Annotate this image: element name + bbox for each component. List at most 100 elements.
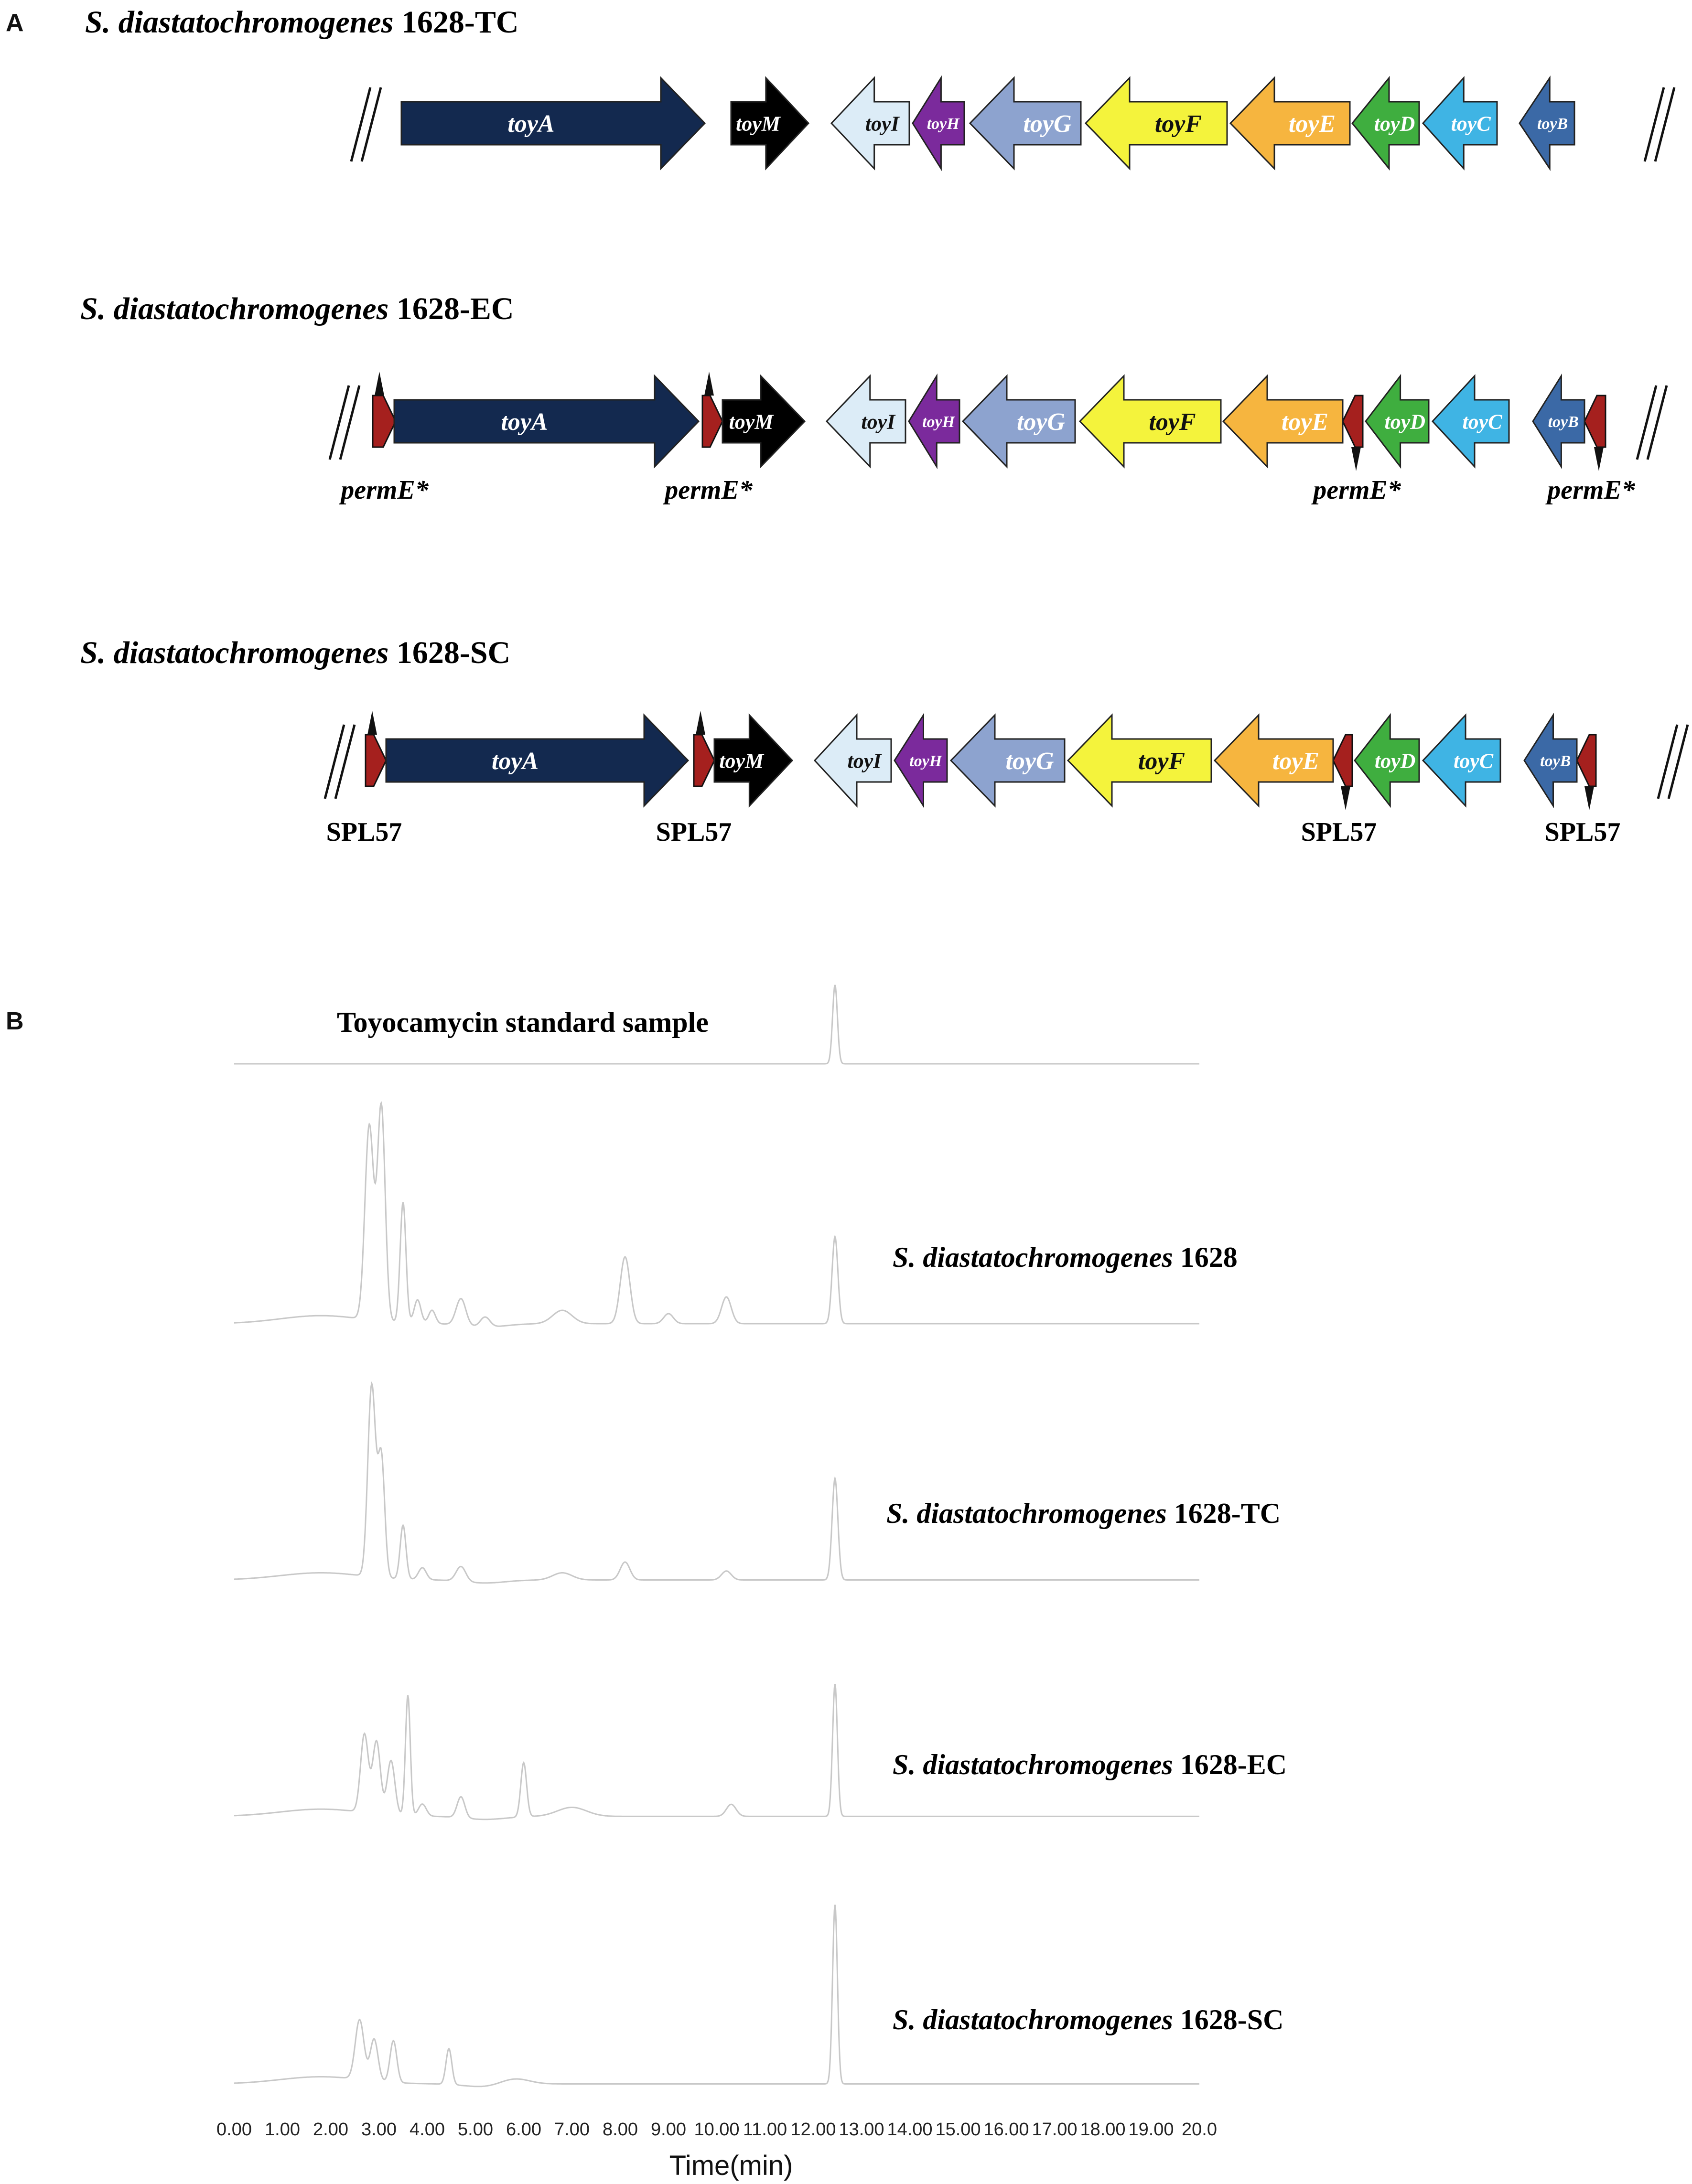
gene-arrow-shape [894,712,948,809]
promoter-label: SPL57 [1301,817,1377,847]
trace-label: S. diastatochromogenes 1628 [893,1242,1238,1273]
x-tick-label: 16.00 [983,2120,1029,2140]
gene-arrow-toyi: toyI [813,713,892,808]
gene-arrow-toym: toyM [713,713,794,808]
promoter-label: SPL57 [656,817,732,847]
gene-arrow-toye: toyE [1222,374,1344,469]
gene-arrow-shape [830,76,910,171]
sequence-break-mark [350,87,382,162]
trace-label-strain: 1628-EC [1173,1749,1287,1780]
gene-arrow-shape [730,76,810,171]
chromatogram-line [234,1905,1199,2088]
promoter-4 [1584,395,1606,471]
gene-label: toyD [1385,410,1426,433]
panel-b-letter: B [6,1007,24,1035]
gene-arrow-toyi: toyI [830,76,910,171]
chromatogram-trace-5: S. diastatochromogenes 1628-SC [234,1905,1283,2088]
x-tick-label: 0.00 [216,2120,252,2140]
promoter-label: permE* [339,475,429,505]
promoter-2 [701,372,723,448]
gene-label: toyF [1155,110,1202,138]
gene-arrow-toyh: toyH [912,75,965,171]
gene-arrow-toyg: toyG [961,374,1076,469]
gene-label: toyF [1149,408,1196,436]
gene-arrow-shape [1365,374,1430,469]
gene-arrow-shape [1422,713,1501,808]
chromatogram-trace-3: S. diastatochromogenes 1628-TC [234,1381,1281,1584]
cluster-title-tc: S. diastatochromogenes 1628-TC [85,5,519,40]
gene-arrow-toyd: toyD [1365,374,1430,469]
panel-a-letter: A [6,9,24,37]
x-tick-label: 1.00 [265,2120,300,2140]
gene-arrow-toyf: toyF [1067,713,1212,808]
x-tick-label: 6.00 [506,2120,541,2140]
trace-label-text: Toyocamycin standard sample [337,1006,709,1038]
gene-arrow-shape [1351,75,1420,171]
gene-label: toyE [1282,408,1328,436]
gene-label: toyE [1272,748,1319,775]
gene-arrow-toyd: toyD [1351,75,1420,171]
gene-arrow-shape [1422,76,1498,171]
gene-label: toyG [1005,748,1054,775]
gene-label: toyD [1374,112,1415,135]
x-tick-label: 18.00 [1080,2120,1125,2140]
gene-label: toyB [1548,413,1579,431]
trace-label: S. diastatochromogenes 1628-SC [893,2004,1283,2035]
gene-arrow-shape [1222,374,1344,469]
gene-label: toyE [1289,110,1336,138]
cluster-species: S. diastatochromogenes [80,635,388,670]
gene-arrow-shape [1084,76,1228,171]
promoter-1 [365,711,387,787]
gene-arrow-toyh: toyH [894,712,948,809]
x-tick-label: 2.00 [313,2120,348,2140]
gene-label: toyA [501,408,548,436]
gene-arrow-shape [1431,374,1510,469]
sequence-break-mark [1636,385,1668,460]
sequence-break-mark [1657,724,1689,799]
gene-arrow-shape [961,374,1076,469]
promoter-label: permE* [1311,475,1401,505]
trace-label-species: S. diastatochromogenes [893,1242,1173,1273]
gene-label: toyM [736,112,781,135]
gene-arrow-toym: toyM [722,374,806,469]
gene-label: toyC [1454,749,1494,772]
gene-arrow-toyh: toyH [908,373,960,470]
chromatogram-trace-4: S. diastatochromogenes 1628-EC [234,1683,1287,1820]
gene-arrow-toyg: toyG [969,76,1082,171]
gene-arrow-toyc: toyC [1431,374,1510,469]
trace-label-species: S. diastatochromogenes [893,1749,1173,1780]
x-tick-label: 5.00 [458,2120,493,2140]
gene-label: toyC [1451,112,1491,135]
gene-arrow-shape [1523,712,1578,809]
gene-arrow-toye: toyE [1229,76,1351,171]
gene-arrow-shape [1519,75,1575,171]
x-axis-title: Time(min) [669,2150,793,2181]
gene-arrow-toyf: toyF [1084,76,1228,171]
gene-arrow-shape [969,76,1082,171]
gene-arrow-shape [385,713,690,808]
x-tick-label: 20.0 [1182,2120,1217,2140]
cluster-strain: 1628-TC [393,5,518,40]
gene-arrow-shape [1078,374,1222,469]
gene-arrow-shape [949,713,1066,808]
gene-label: toyB [1540,752,1571,770]
gene-arrow-shape [813,713,892,808]
gene-label: toyA [492,748,539,775]
x-tick-label: 10.00 [694,2120,739,2140]
gene-arrow-toyb: toyB [1523,712,1578,809]
gene-label: toyH [909,752,943,770]
chromatogram-line [234,1381,1199,1584]
x-tick-label: 15.00 [935,2120,981,2140]
gene-arrow-toyc: toyC [1422,713,1501,808]
x-tick-label: 17.00 [1032,2120,1077,2140]
sequence-break-mark [323,724,356,799]
chromatogram-trace-1: Toyocamycin standard sample [234,985,1199,1065]
gene-label: toyM [729,410,775,433]
gene-label: toyI [861,410,896,433]
chromatogram-line [234,985,1199,1065]
promoter-label: SPL57 [1545,817,1621,847]
x-tick-label: 7.00 [554,2120,590,2140]
gene-arrow-shape [722,374,806,469]
gene-arrow-shape [908,373,960,470]
